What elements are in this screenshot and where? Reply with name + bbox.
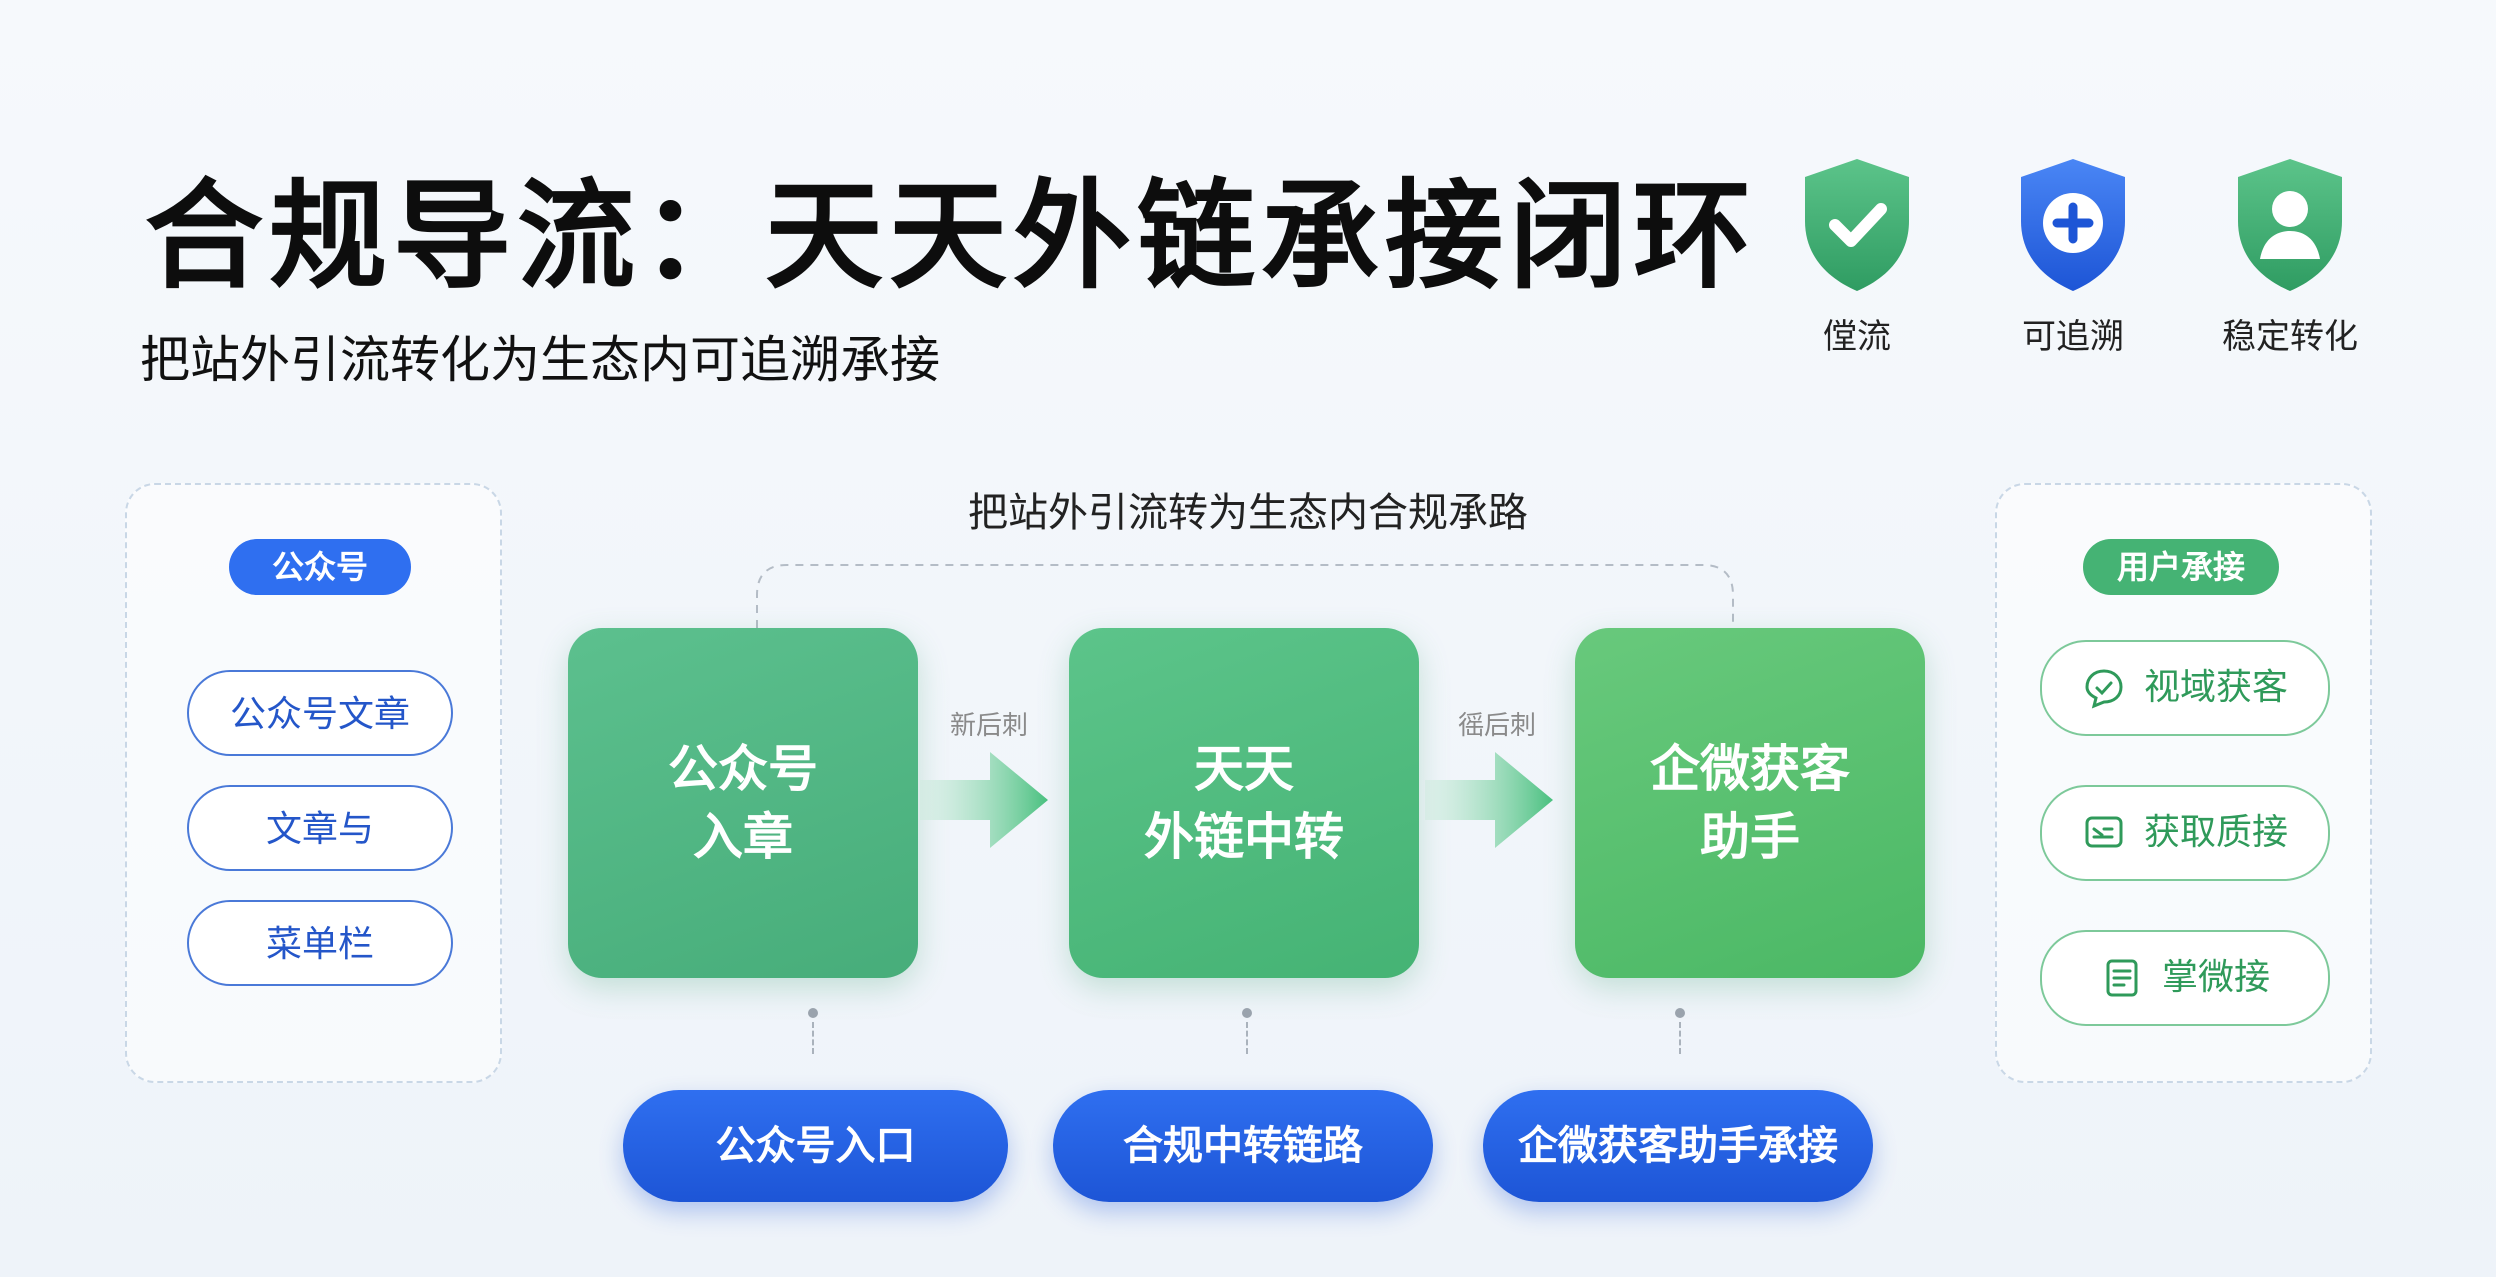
source-item[interactable]: 文章与 <box>187 785 453 871</box>
receive-item[interactable]: 获取质接 <box>2040 785 2330 881</box>
connector-line <box>812 1022 814 1054</box>
flow-box-line: 天天 <box>1194 740 1294 798</box>
document-icon <box>2106 959 2138 997</box>
receive-item-label: 获取质接 <box>2143 812 2288 853</box>
arrow-label: 徭后刺 <box>1458 711 1537 741</box>
arrow-right-icon <box>1425 752 1553 848</box>
connector-line <box>1679 1022 1681 1054</box>
user-shield-icon <box>2238 159 2342 291</box>
receive-item-label: 视域获客 <box>2143 667 2288 708</box>
source-item[interactable]: 公众号文章 <box>187 670 453 756</box>
flow-box-line: 企微获客 <box>1650 740 1850 798</box>
source-item[interactable]: 菜单栏 <box>187 900 453 986</box>
receive-item[interactable]: 掌微接 <box>2040 930 2330 1026</box>
chat-bubble-icon <box>2085 669 2123 709</box>
flow-box-line: 助手 <box>1700 808 1800 866</box>
flow-box-line: 公众号 <box>668 740 818 798</box>
message-card-icon <box>2085 816 2123 848</box>
flow-box-line: 外链中转 <box>1144 808 1344 866</box>
arrow-label: 新后刺 <box>950 711 1029 741</box>
page-subtitle: 把站外引流转化为生态内可追溯承接 <box>140 331 940 389</box>
plus-shield-icon <box>2021 159 2125 291</box>
badge-traceable: 可追溯 <box>1983 155 2163 358</box>
compliant-relay-link-button[interactable]: 合规中转链路 <box>1053 1090 1433 1202</box>
panel-head: 用户承接 <box>2083 539 2279 595</box>
connector-dot <box>1242 1008 1252 1018</box>
shield-check-icon <box>1805 159 1909 291</box>
receive-item-label: 掌微接 <box>2161 957 2270 998</box>
badge-stable-conversion: 稳定转化 <box>2200 155 2380 358</box>
left-source-panel: 公众号 公众号文章 文章与 菜单栏 <box>125 483 502 1083</box>
arrow-right-icon <box>920 752 1048 848</box>
connector-dot <box>808 1008 818 1018</box>
official-account-entry-button[interactable]: 公众号入口 <box>623 1090 1008 1202</box>
badge-label: 稳定转化 <box>2222 317 2358 357</box>
wecom-assistant-button[interactable]: 企微获客助手承接 <box>1483 1090 1873 1202</box>
badge-compliance: 㑽流 <box>1767 155 1947 358</box>
connector-dot <box>1675 1008 1685 1018</box>
panel-head: 公众号 <box>229 539 411 595</box>
badge-label: 可追溯 <box>2022 317 2124 357</box>
right-receive-panel: 用户承接 视域获客 获取质接 掌微接 <box>1995 483 2372 1083</box>
flow-box-wecom-assistant[interactable]: 企微获客 助手 <box>1575 628 1925 978</box>
connector-line <box>1246 1022 1248 1054</box>
flow-box-line: 入章 <box>693 808 793 866</box>
receive-item[interactable]: 视域获客 <box>2040 640 2330 736</box>
badge-label: 㑽流 <box>1823 317 1891 357</box>
page-title: 合规导流：天天外链承接闭环 <box>145 167 1758 305</box>
flow-box-official-account[interactable]: 公众号 入章 <box>568 628 918 978</box>
flow-box-tiantian-relay[interactable]: 天天 外链中转 <box>1069 628 1419 978</box>
flow-caption: 把站外引流转​为生态内合规承路 <box>968 490 1528 536</box>
flow-bracket <box>756 564 1734 643</box>
